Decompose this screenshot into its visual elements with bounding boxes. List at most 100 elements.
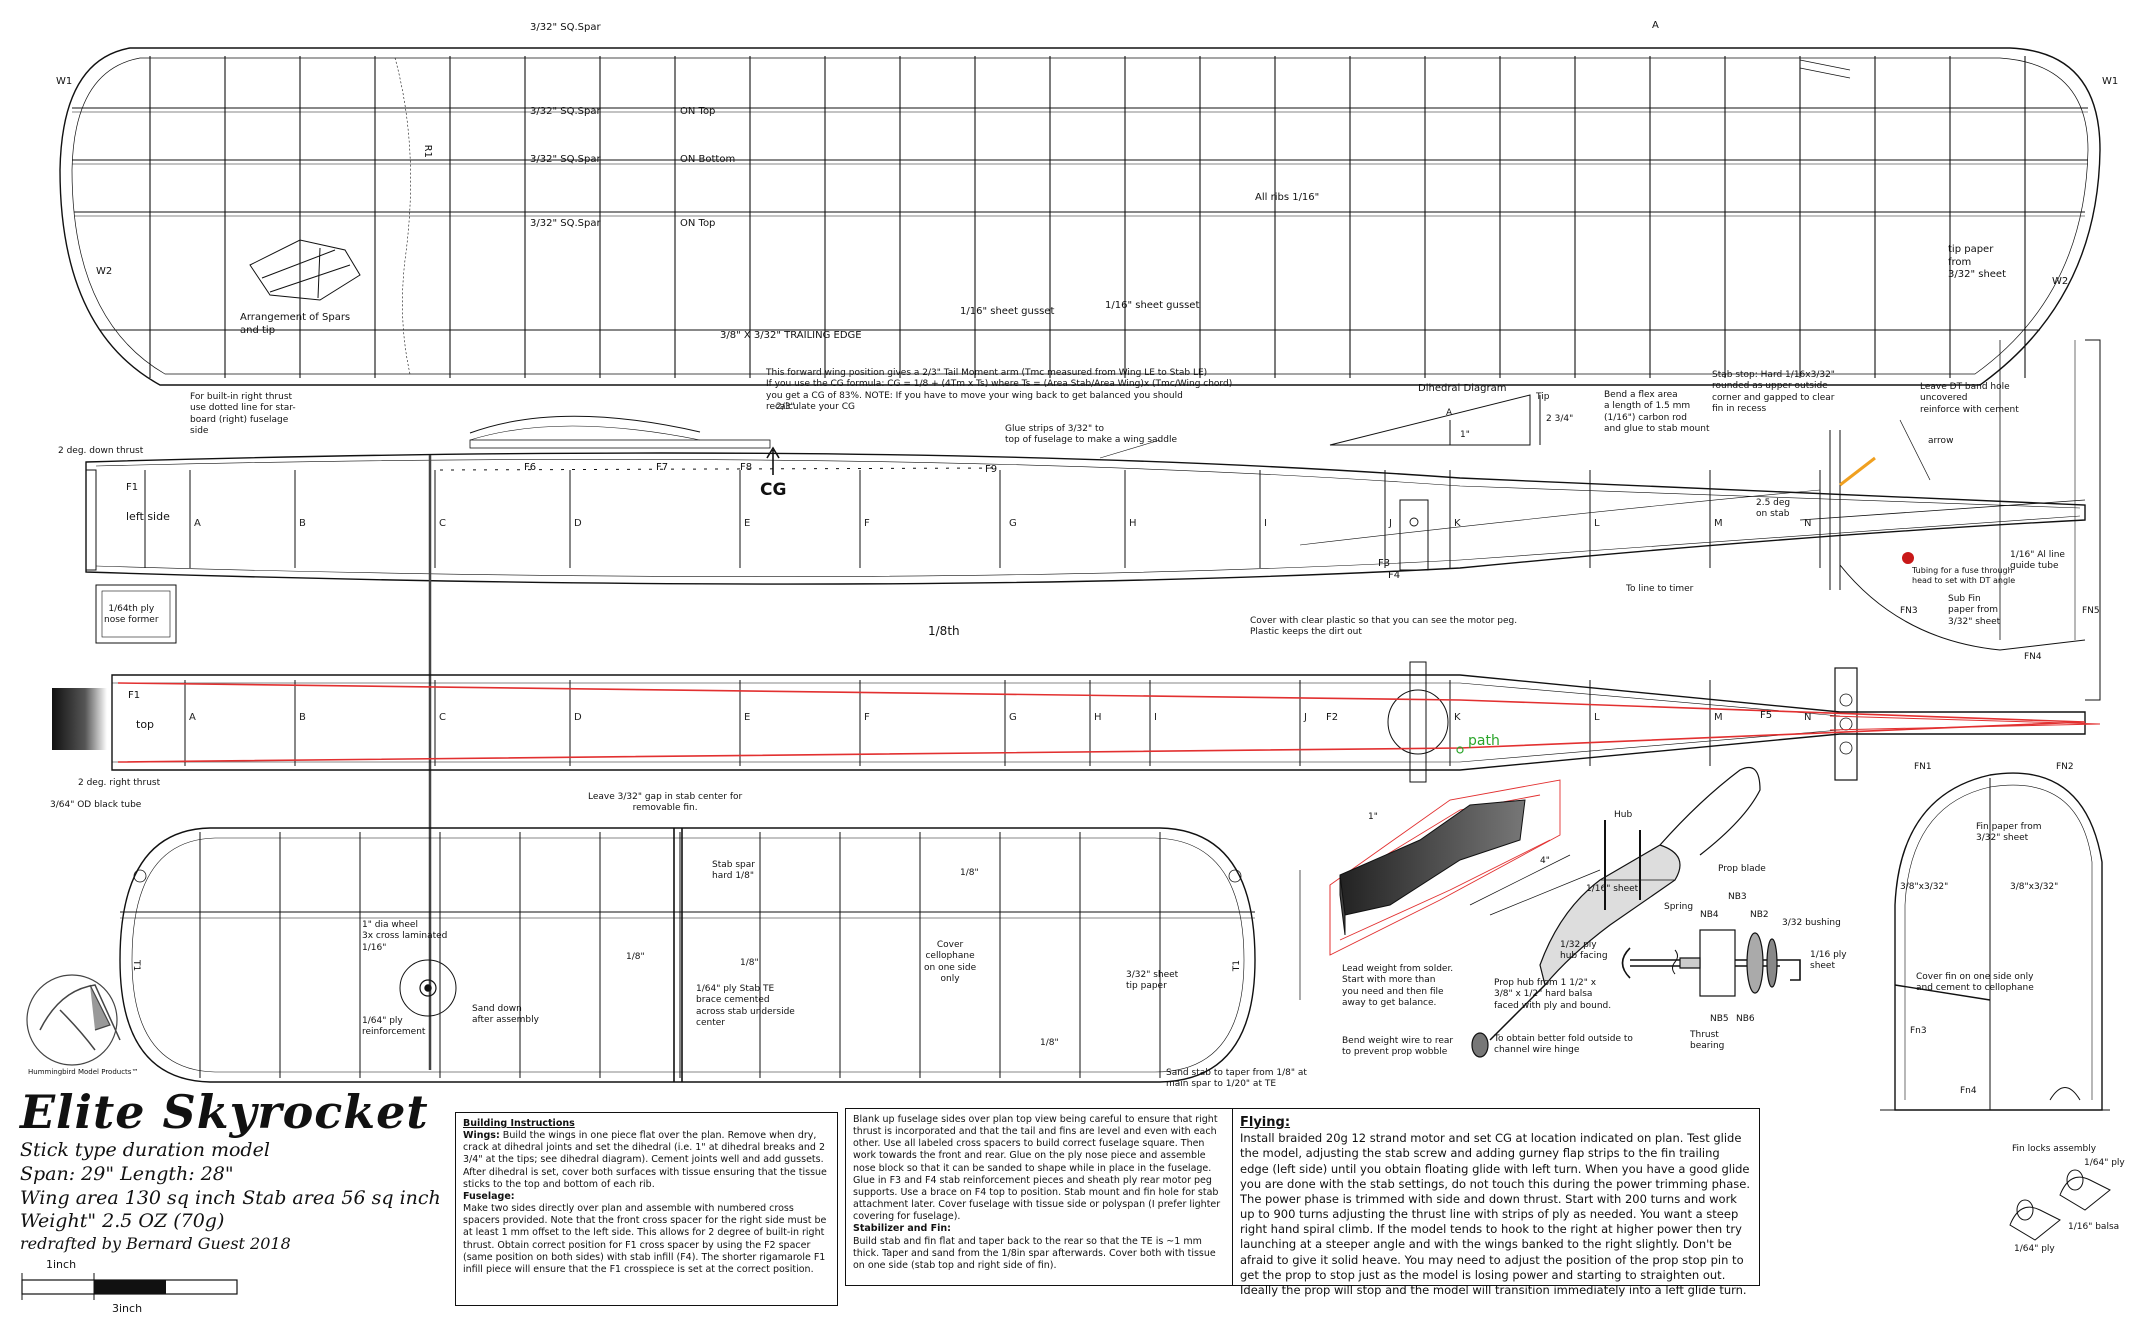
stab-sand-note: Sand stab to taper from 1/8" at main spa… (1166, 1068, 1307, 1090)
stab-tip-paper-note: 3/32" sheet tip paper (1126, 970, 1179, 992)
motor-line (117, 682, 2086, 763)
rib-w2-right: W2 (2052, 276, 2069, 287)
side-station-label: F (864, 518, 870, 529)
stab-t1-left: T1 (131, 960, 142, 972)
fn3-side: FN3 (1900, 606, 1918, 616)
wing-spar-1-label: 3/32" SQ.Spar (530, 106, 601, 117)
model-weight: Weight" 2.5 OZ (70g) (20, 1210, 225, 1233)
model-title: Elite Skyrocket (20, 1085, 429, 1139)
nb3-label: NB3 (1728, 892, 1747, 902)
assembly-instructions-box: Blank up fuselage sides over plan top vi… (845, 1108, 1235, 1286)
dim-4in: 4" (1540, 856, 1550, 866)
fin-sq-2: 3/8"x3/32" (2010, 882, 2059, 892)
fin-sq-1: 3/8"x3/32" (1900, 882, 1949, 892)
fin-lock-sketch (2009, 1169, 2111, 1241)
cg-arrow (766, 446, 780, 475)
former-f2: F2 (1326, 712, 1339, 723)
dt-highlight (1839, 456, 1876, 487)
top-station-label: J (1304, 712, 1307, 723)
rib-w1-left: W1 (56, 76, 73, 87)
top-station-label: L (1594, 712, 1600, 723)
wing-mark-a: A (1652, 20, 1659, 31)
side-view-label: left side (126, 510, 170, 523)
fin-balsa-note: 1/16" balsa (2068, 1222, 2120, 1232)
motor-line-tail-2 (1829, 723, 2101, 731)
fn4-side: FN4 (2024, 652, 2042, 662)
fin-cover-note: Cover fin on one side only and cement to… (1916, 972, 2034, 994)
dim-1in: 1" (1368, 812, 1378, 822)
bushing-label: 3/32 bushing (1782, 918, 1841, 928)
stab-t1-right: T1 (1231, 960, 1242, 972)
wing-tip-paper-label: tip paper from 3/32" sheet (1948, 244, 2007, 280)
wing-plan (59, 47, 2101, 386)
top-station-label: K (1454, 712, 1461, 723)
cover-plastic-note: Cover with clear plastic so that you can… (1250, 616, 1518, 638)
scale-mark-label: 1/8th (928, 624, 960, 638)
path-label: path (1468, 733, 1500, 749)
flex-area-note: Bend a flex area a length of 1.5 mm (1/1… (1604, 390, 1710, 434)
wing-spar-2-label: 3/32" SQ.Spar (530, 154, 601, 165)
top-view-formers (184, 680, 1711, 766)
fin-ply-2: 1/64" ply (2014, 1244, 2055, 1254)
built-in-thrust-note: For built-in right thrust use dotted lin… (190, 392, 296, 436)
prop-blade-label: Prop blade (1718, 864, 1766, 874)
cg-formula-note: This forward wing position gives a 2/3" … (766, 368, 1233, 412)
logo-caption: Hummingbird Model Products™ (28, 1068, 139, 1076)
tubing-note: Tubing for a fuse through head to set wi… (1912, 566, 2016, 585)
fin-ply-1: 1/64" ply (2084, 1158, 2125, 1168)
scale-bar (21, 1273, 238, 1300)
side-station-label: G (1009, 518, 1017, 529)
model-subtitle: Stick type duration model (20, 1139, 270, 1161)
stab-deg-note: 2.5 deg on stab (1756, 498, 1791, 520)
prop-dimension-lines (1299, 854, 1601, 1000)
stab-plan (119, 827, 1256, 1083)
side-station-label: H (1129, 518, 1137, 529)
bend-wire-note: Bend weight wire to rear to prevent prop… (1342, 1036, 1454, 1058)
top-station-label: G (1009, 712, 1017, 723)
fn5-side: FN5 (2082, 606, 2100, 616)
building-heading: Building Instructions (463, 1118, 575, 1129)
sub-fin-note: Sub Fin paper from 3/32" sheet (1948, 594, 2001, 627)
side-station-label: I (1264, 518, 1267, 529)
side-station-label: B (299, 518, 306, 529)
sand-down-note: Sand down after assembly (472, 1004, 539, 1026)
scale-top-label: 1inch (46, 1258, 77, 1271)
thrust-bearing-label: Thrust bearing (1690, 1030, 1725, 1052)
ply-tab-note: 1/64" ply Stab TE brace cemented across … (696, 984, 795, 1028)
stab-ribs (199, 832, 1161, 1078)
prop-hub-assembly (1471, 766, 1801, 1058)
model-areas: Wing area 130 sq inch Stab area 56 sq in… (20, 1186, 441, 1209)
top-station-label: D (574, 712, 582, 723)
flying-instructions: Install braided 20g 12 strand motor and … (1240, 1131, 1750, 1297)
hub-facing-label: 1/32 ply hub facing (1560, 940, 1608, 962)
former-f9: F9 (985, 464, 998, 475)
fuselage-side-view (85, 339, 2101, 1070)
wings-heading: Wings: (463, 1130, 500, 1142)
former-f1: F1 (126, 482, 139, 493)
top-station-label: E (744, 712, 751, 723)
path-marker (1456, 746, 1464, 754)
wing-spar-3-note: ON Top (680, 218, 716, 229)
hub-label: Hub (1614, 810, 1633, 820)
stab-dim-4: 1/8" (1040, 1038, 1059, 1048)
side-station-label: A (194, 518, 201, 529)
fuselage-instructions: Make two sides directly over plan and as… (463, 1203, 827, 1275)
former-f8: F8 (740, 462, 753, 473)
stab-spar-note: Stab spar hard 1/8" (712, 860, 755, 882)
assembly-instructions: Blank up fuselage sides over plan top vi… (853, 1114, 1221, 1223)
right-thrust-note: 2 deg. right thrust (78, 778, 161, 788)
top-station-label: A (189, 712, 196, 723)
top-station-label: F (864, 712, 870, 723)
side-station-label: D (574, 518, 582, 529)
fuselage-heading: Fuselage: (463, 1190, 515, 1202)
trailing-edge-label: 3/8" X 3/32" TRAILING EDGE (720, 330, 862, 341)
hub-construction-note: Prop hub from 1 1/2" x 3/8" x 1/2" hard … (1494, 978, 1612, 1011)
to-line-note: To line to timer (1626, 584, 1694, 594)
wing-spar-1-note: ON Top (680, 106, 716, 117)
arrow-word: arrow (1928, 436, 1954, 446)
fold-note: To obtain better fold outside to channel… (1494, 1034, 1633, 1056)
wing-ribs-note: All ribs 1/16" (1255, 192, 1320, 203)
top-station-label: I (1154, 712, 1157, 723)
top-view-label: top (136, 718, 155, 731)
former-f5: F5 (1760, 710, 1773, 721)
